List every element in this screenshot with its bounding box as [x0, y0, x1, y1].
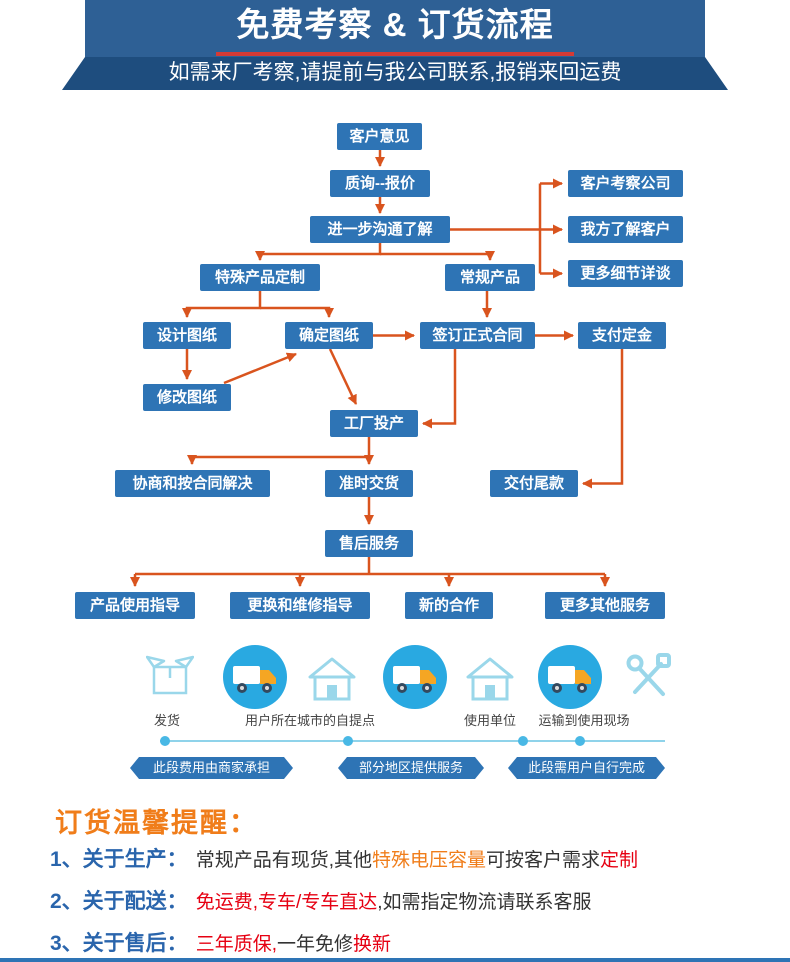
flow-node-pay-deposit: 支付定金	[578, 322, 666, 349]
timeline-dot	[343, 736, 353, 746]
flow-node-more-details: 更多细节详谈	[568, 260, 683, 287]
flow-node-sign-contract: 签订正式合同	[420, 322, 535, 349]
reminder-item-segment: 常规产品有现货,其他	[195, 850, 372, 871]
house-icon	[464, 653, 516, 710]
ribbon-merchant-cost: 此段费用由商家承担	[130, 757, 293, 779]
reminder-item-label: 1、关于生产：	[50, 848, 188, 871]
flow-node-confirm-drawing: 确定图纸	[285, 322, 373, 349]
page-title: 免费考察 & 订货流程	[236, 6, 554, 43]
flow-node-customer-feedback: 客户意见	[337, 123, 422, 150]
flow-node-ontime-delivery: 准时交货	[325, 470, 413, 497]
tools-icon	[621, 650, 675, 709]
flow-node-new-cooperation: 新的合作	[405, 592, 493, 619]
ribbon-partial-service: 部分地区提供服务	[338, 757, 484, 779]
reminder-item-segment: 换新	[352, 934, 391, 955]
ribbon-user-complete: 此段需用户自行完成	[508, 757, 665, 779]
reminder-item-segment: ,如需指定物流请联系客服	[377, 892, 592, 913]
reminder-item-label: 3、关于售后：	[50, 932, 188, 955]
flow-node-usage-guide: 产品使用指导	[75, 592, 195, 619]
header-top-ribbon: 免费考察 & 订货流程	[85, 0, 705, 57]
timeline-dot	[575, 736, 585, 746]
timeline-dot	[160, 736, 170, 746]
title-underline	[216, 52, 574, 56]
header-banner: 免费考察 & 订货流程 如需来厂考察,请提前与我公司联系,报销来回运费	[0, 0, 790, 95]
header-subtitle: 如需来厂考察,请提前与我公司联系,报销来回运费	[168, 61, 622, 84]
flow-node-design-drawing: 设计图纸	[143, 322, 231, 349]
reminder-item-segment: 定制	[600, 850, 639, 871]
flow-node-visit-company: 客户考察公司	[568, 170, 683, 197]
logistics-label-pickup: 用户所在城市的自提点	[244, 713, 376, 728]
flow-node-know-customer: 我方了解客户	[568, 216, 683, 243]
truck-icon	[223, 645, 287, 714]
flow-arrows	[130, 150, 624, 587]
reminder-title: 订货温馨提醒：	[55, 808, 258, 838]
flow-node-repair-guide: 更换和维修指导	[230, 592, 370, 619]
flow-node-custom-product: 特殊产品定制	[200, 264, 320, 291]
flow-node-inquiry-quote: 质询--报价	[330, 170, 430, 197]
logistics-label-transport: 运输到使用现场	[538, 713, 630, 728]
box-icon	[145, 651, 195, 704]
flowchart: 客户意见质询--报价进一步沟通了解 客户考察公司我方了解客户更多细节详谈 特殊产品定…	[0, 112, 790, 632]
flow-node-after-sales: 售后服务	[325, 530, 413, 557]
flow-node-negotiate-contract: 协商和按合同解决	[115, 470, 270, 497]
truck-icon	[383, 645, 447, 714]
logistics-section: 发货 用户所在城市的自提点 使用单位 运输到使用现场 此段费用由商家承担 部分地…	[0, 635, 790, 795]
flow-node-pay-balance: 交付尾款	[490, 470, 578, 497]
house-icon	[306, 653, 358, 710]
flow-node-regular-product: 常规产品	[445, 264, 535, 291]
reminder-item-label: 2、关于配送：	[50, 890, 188, 913]
reminder-item-segment: 免运费,专车/专车直达	[195, 892, 378, 913]
footer-divider	[0, 958, 790, 962]
logistics-label-user-unit: 使用单位	[463, 713, 517, 728]
timeline-dot	[518, 736, 528, 746]
flow-node-revise-drawing: 修改图纸	[143, 384, 231, 411]
reminder-item-segment: 一年免修	[276, 934, 353, 955]
reminder-item: 2、关于配送： 免运费,专车/专车直达,如需指定物流请联系客服	[50, 885, 592, 915]
flow-node-more-services: 更多其他服务	[545, 592, 665, 619]
reminder-item: 1、关于生产： 常规产品有现货,其他特殊电压容量可按客户需求定制	[50, 843, 638, 873]
reminder-section: 订货温馨提醒： 1、关于生产： 常规产品有现货,其他特殊电压容量可按客户需求定制 2…	[0, 795, 790, 955]
timeline-line	[160, 740, 665, 742]
truck-icon	[538, 645, 602, 714]
reminder-item-segment: 可按客户需求	[485, 850, 600, 871]
reminder-item-segment: 三年质保,	[195, 934, 277, 955]
reminder-item: 3、关于售后： 三年质保,一年免修换新	[50, 927, 391, 957]
flow-node-further-communicate: 进一步沟通了解	[310, 216, 450, 243]
header-subtitle-ribbon: 如需来厂考察,请提前与我公司联系,报销来回运费	[62, 57, 728, 90]
logistics-label-shipping: 发货	[153, 713, 181, 728]
reminder-item-segment: 特殊电压容量	[371, 850, 486, 871]
flow-node-factory-production: 工厂投产	[330, 410, 418, 437]
